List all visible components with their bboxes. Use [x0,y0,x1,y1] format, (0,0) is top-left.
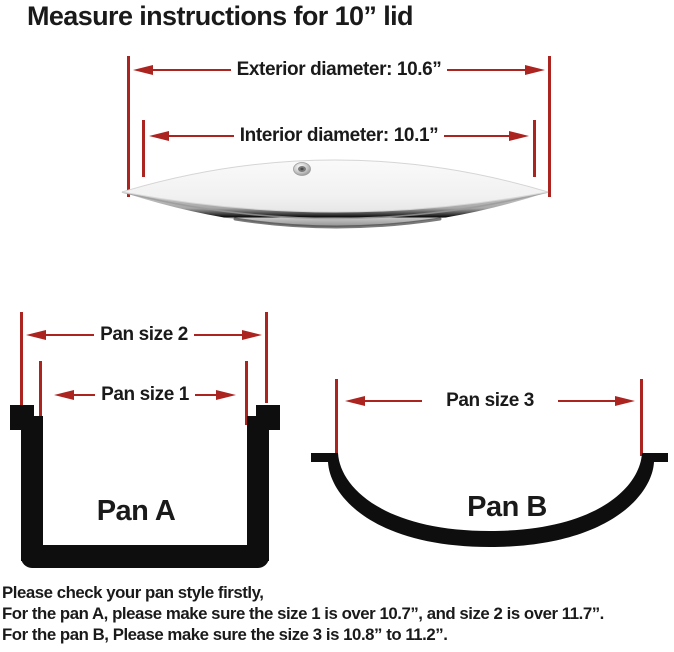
pan-a-wall-left [21,416,43,561]
right-arrow-icon [193,330,263,340]
arrowhead-right-icon [509,131,530,141]
arrow-tail [46,333,95,337]
pan-size1-label: Pan size 1 [101,384,189,405]
arrow-tail [557,399,616,403]
interior-extent-line-left [142,120,145,177]
pan-a-bottom [21,545,269,568]
lid-knob-dot [300,167,304,171]
pan-size2-extent-line-right [265,312,268,403]
arrow-tail [169,134,234,138]
arrow-tail [447,68,525,72]
arrowhead-right-icon [525,65,545,75]
pan-size3-label: Pan size 3 [446,390,534,411]
left-arrow-icon [54,390,96,400]
arrowhead-left-icon [149,131,169,141]
lid-rim-shadow-edge [233,217,442,229]
arrowhead-left-icon [133,65,153,75]
interior-diameter-label: Interior diameter: 10.1” [239,125,439,146]
pan-a-illustration [10,405,280,568]
interior-extent-line-right [533,120,536,177]
left-arrow-icon [133,65,231,75]
right-arrow-icon [444,131,530,141]
pan-size2-measure: Pan size 2 [26,324,263,345]
arrowhead-left-icon [54,390,74,400]
instructions-notes: Please check your pan style firstly, For… [2,582,674,645]
note-line-1: Please check your pan style firstly, [2,583,264,602]
arrowhead-right-icon [216,390,237,400]
lid-illustration [121,159,549,229]
arrow-tail [153,68,231,72]
exterior-diameter-measure: Exterior diameter: 10.6” [133,59,545,80]
arrow-tail [194,393,217,397]
left-arrow-icon [149,131,234,141]
pan-b-label: Pan B [467,491,547,523]
pan-size3-extent-line-left [335,379,338,456]
arrowhead-right-icon [615,396,636,406]
pan-b-bowl [311,453,668,547]
lid-rim-detail [121,191,549,220]
pan-size2-label: Pan size 2 [100,324,188,345]
note-line-3: For the pan B, Please make sure the size… [2,625,448,644]
pan-size1-extent-line-right [245,361,248,425]
arrowhead-left-icon [26,330,46,340]
exterior-extent-line-left [127,56,130,197]
exterior-diameter-label: Exterior diameter: 10.6” [236,59,442,80]
right-arrow-icon [447,65,545,75]
arrowhead-right-icon [242,330,263,340]
lid-glass-top [121,159,549,213]
arrow-tail [365,399,423,403]
arrow-tail [444,134,510,138]
pan-b-illustration [311,453,668,547]
pan-size1-extent-line-left [39,361,42,430]
interior-diameter-measure: Interior diameter: 10.1” [149,125,530,146]
page-title: Measure instructions for 10” lid [27,1,414,31]
arrow-tail [193,333,243,337]
left-arrow-icon [345,396,423,406]
pan-a-label: Pan A [96,495,176,527]
exterior-extent-line-right [548,56,551,197]
right-arrow-icon [194,390,237,400]
pan-size3-measure: Pan size 3 [345,390,636,411]
arrow-tail [74,393,96,397]
right-arrow-icon [557,396,636,406]
pan-a-wall-right [247,416,269,561]
note-line-2: For the pan A, please make sure the size… [2,604,604,623]
left-arrow-icon [26,330,95,340]
arrowhead-left-icon [345,396,365,406]
pan-size3-extent-line-right [640,379,643,456]
pan-size1-measure: Pan size 1 [54,384,237,405]
pan-size2-extent-line-left [20,312,23,407]
